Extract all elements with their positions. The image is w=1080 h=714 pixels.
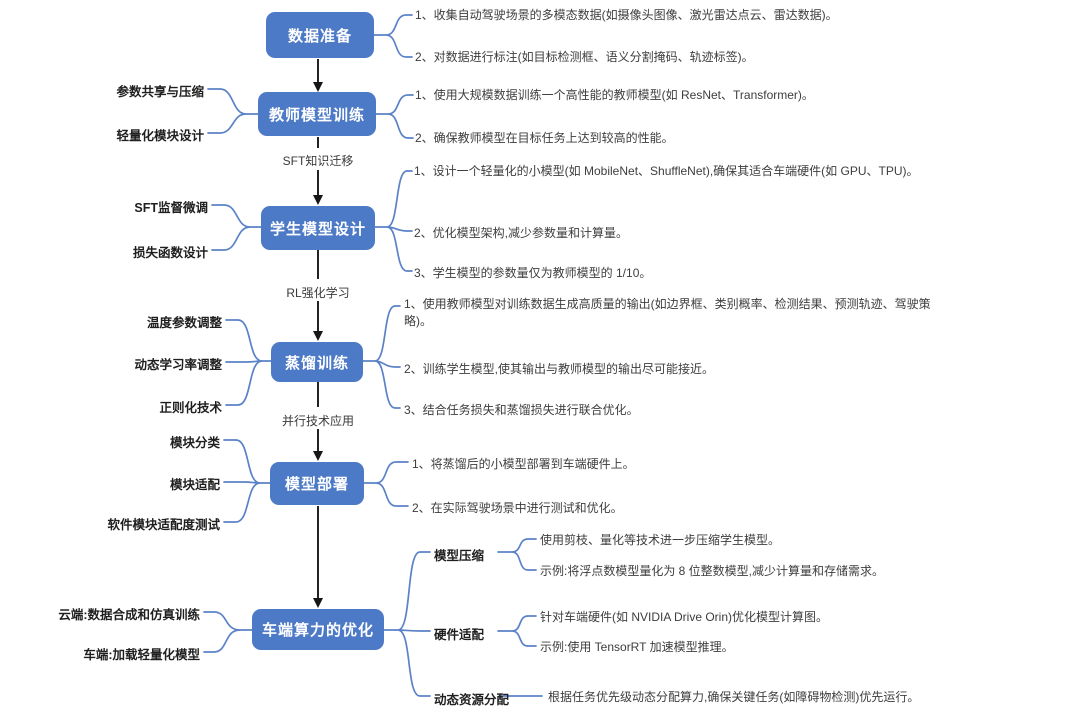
left-label-software-fit-test: 软件模块适配度测试	[107, 518, 220, 532]
arrow-4-head	[313, 451, 323, 461]
left-label-module-adapt: 模块适配	[169, 478, 220, 492]
step-item: 2、对数据进行标注(如目标检测框、语义分割掩码、轨迹标签)。	[415, 50, 754, 64]
step-item: 2、优化模型架构,减少参数量和计算量。	[414, 226, 629, 240]
step-item: 2、训练学生模型,使其输出与教师模型的输出尽可能接近。	[404, 362, 715, 376]
step-item: 3、结合任务损失和蒸馏损失进行联合优化。	[404, 403, 639, 417]
arrow-2-head	[313, 195, 323, 205]
left-label-cloud-sim: 云端:数据合成和仿真训练	[58, 608, 200, 622]
left-label-param-sharing: 参数共享与压缩	[116, 85, 204, 99]
step-item: 1、使用大规模数据训练一个高性能的教师模型(如 ResNet、Transform…	[415, 88, 814, 102]
left-label-regularization: 正则化技术	[159, 401, 222, 415]
arrow-5-head	[313, 598, 323, 608]
brace-left-student	[211, 204, 262, 251]
brace-right-distill	[362, 305, 401, 409]
arrow-1-head	[313, 82, 323, 92]
edge-label-parallel-tech: 并行技术应用	[278, 412, 358, 429]
edge-label-sft-knowledge-transfer: SFT知识迁移	[279, 152, 357, 169]
flow-node-edge-compute-optimization: 车端算力的优化	[252, 609, 384, 650]
sub-branch-item: 使用剪枝、量化等技术进一步压缩学生模型。	[540, 533, 781, 547]
brace-right-deploy	[363, 461, 409, 507]
brace-right-teacher	[375, 94, 414, 139]
brace-left-deploy	[223, 439, 271, 523]
flow-node-distillation-training: 蒸馏训练	[271, 342, 363, 382]
brace-hardware-adaptation	[497, 615, 537, 647]
brace-right-student	[374, 170, 413, 272]
brace-left-distill	[225, 319, 272, 406]
flow-node-model-deployment: 模型部署	[270, 462, 364, 505]
sub-branch-label-hardware-adaptation: 硬件适配	[434, 628, 485, 642]
step-item: 3、学生模型的参数量仅为教师模型的 1/10。	[414, 266, 652, 280]
step-item: 1、收集自动驾驶场景的多模态数据(如摄像头图像、激光雷达点云、雷达数据)。	[415, 8, 838, 22]
sub-branch-item: 示例:使用 TensorRT 加速模型推理。	[540, 640, 734, 654]
brace-left-edge-opt	[203, 611, 253, 653]
flow-node-student-model-design: 学生模型设计	[261, 206, 375, 250]
sub-branch-label-model-compression: 模型压缩	[434, 549, 485, 563]
step-item: 2、在实际驾驶场景中进行测试和优化。	[412, 501, 623, 515]
step-item: 2、确保教师模型在目标任务上达到较高的性能。	[415, 131, 674, 145]
brace-right-data-prep	[373, 14, 413, 58]
left-label-temperature: 温度参数调整	[146, 316, 222, 330]
left-label-module-classify: 模块分类	[169, 436, 220, 450]
left-label-dynamic-lr: 动态学习率调整	[134, 358, 222, 372]
flow-node-data-preparation: 数据准备	[266, 12, 374, 58]
sub-branch-label-dynamic-resource: 动态资源分配	[434, 693, 510, 707]
left-label-lightweight-module: 轻量化模块设计	[116, 129, 204, 143]
sub-branch-item: 根据任务优先级动态分配算力,确保关键任务(如障碍物检测)优先运行。	[548, 690, 920, 704]
brace-left-teacher	[207, 88, 259, 134]
step-item: 1、设计一个轻量化的小模型(如 MobileNet、ShuffleNet),确保…	[414, 164, 919, 178]
step-item: 1、将蒸馏后的小模型部署到车端硬件上。	[412, 457, 635, 471]
flow-node-teacher-model-training: 教师模型训练	[258, 92, 376, 136]
arrow-3-head	[313, 331, 323, 341]
brace-right-edge-opt	[383, 551, 431, 697]
sub-branch-item: 示例:将浮点数模型量化为 8 位整数模型,减少计算量和存储需求。	[540, 564, 885, 578]
step-item: 1、使用教师模型对训练数据生成高质量的输出(如边界框、类别概率、检测结果、预测轨…	[404, 297, 931, 328]
edge-label-rl-reinforcement: RL强化学习	[283, 284, 353, 301]
brace-model-compression	[497, 538, 537, 571]
left-label-loss-design: 损失函数设计	[132, 246, 208, 260]
left-label-sft-finetune: SFT监督微调	[134, 201, 208, 215]
left-label-vehicle-load: 车端:加载轻量化模型	[83, 648, 200, 662]
sub-branch-item: 针对车端硬件(如 NVIDIA Drive Orin)优化模型计算图。	[540, 610, 829, 624]
